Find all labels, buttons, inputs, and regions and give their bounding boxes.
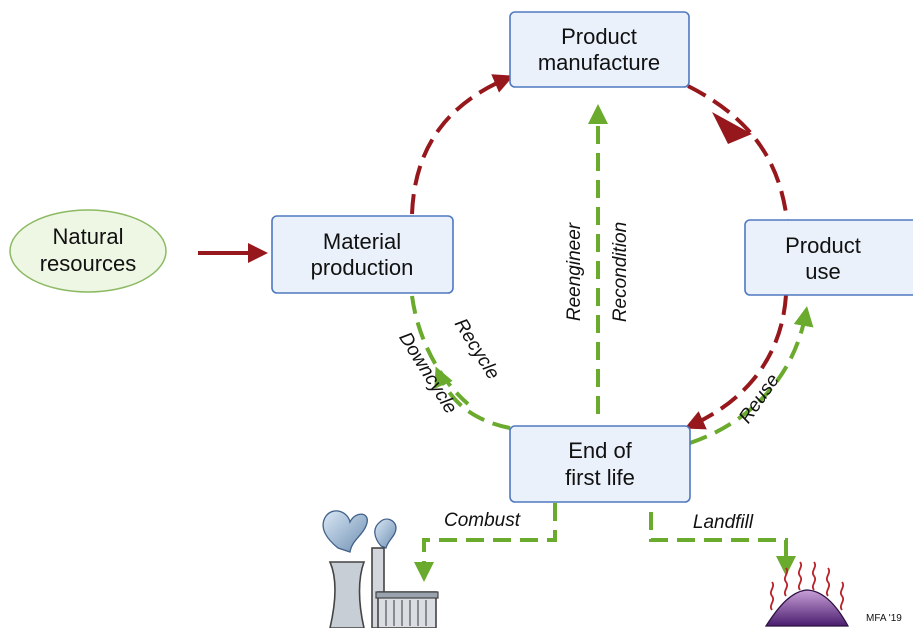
label-recondition: Recondition	[610, 222, 631, 322]
material-production-line2: production	[311, 255, 414, 280]
end-of-life-line1: End of	[568, 438, 632, 463]
node-product-manufacture: Product manufacture	[509, 11, 690, 88]
product-manufacture-line2: manufacture	[538, 50, 660, 75]
arrowhead-manufacture-to-use	[712, 112, 752, 144]
label-downcycle: Downcycle	[394, 329, 460, 418]
node-end-of-first-life: End of first life	[509, 425, 691, 503]
node-material-production: Material production	[271, 215, 454, 294]
arrow-reuse	[689, 306, 814, 445]
label-reuse: Reuse	[735, 370, 784, 427]
arrow-manufacture-to-use	[687, 84, 789, 221]
product-manufacture-line1: Product	[561, 24, 637, 49]
arrow-downcycle	[410, 295, 470, 406]
arrow-landfill	[649, 512, 796, 576]
end-of-life-line2: first life	[565, 465, 635, 490]
label-landfill: Landfill	[693, 512, 754, 533]
arrow-recycle	[434, 366, 511, 430]
node-product-use: Product use	[744, 219, 913, 296]
arrow-material-to-manufacture	[410, 74, 514, 215]
natural-resources-line1: Natural	[53, 224, 124, 249]
node-natural-resources: Natural resources	[9, 209, 167, 293]
natural-resources-line2: resources	[40, 251, 137, 276]
arrow-use-to-end-of-life	[684, 294, 788, 430]
recovery-flow	[410, 104, 814, 582]
label-reengineer: Reengineer	[564, 222, 585, 321]
product-use-line1: Product	[785, 233, 861, 258]
material-production-line1: Material	[323, 229, 401, 254]
product-use-line2: use	[805, 259, 840, 284]
credit-label: MFA '19	[866, 613, 902, 624]
label-combust: Combust	[444, 510, 521, 531]
landfill-heap-icon	[764, 561, 850, 627]
forward-flow	[198, 74, 789, 430]
power-plant-icon	[322, 510, 439, 628]
label-recycle: Recycle	[450, 315, 504, 383]
